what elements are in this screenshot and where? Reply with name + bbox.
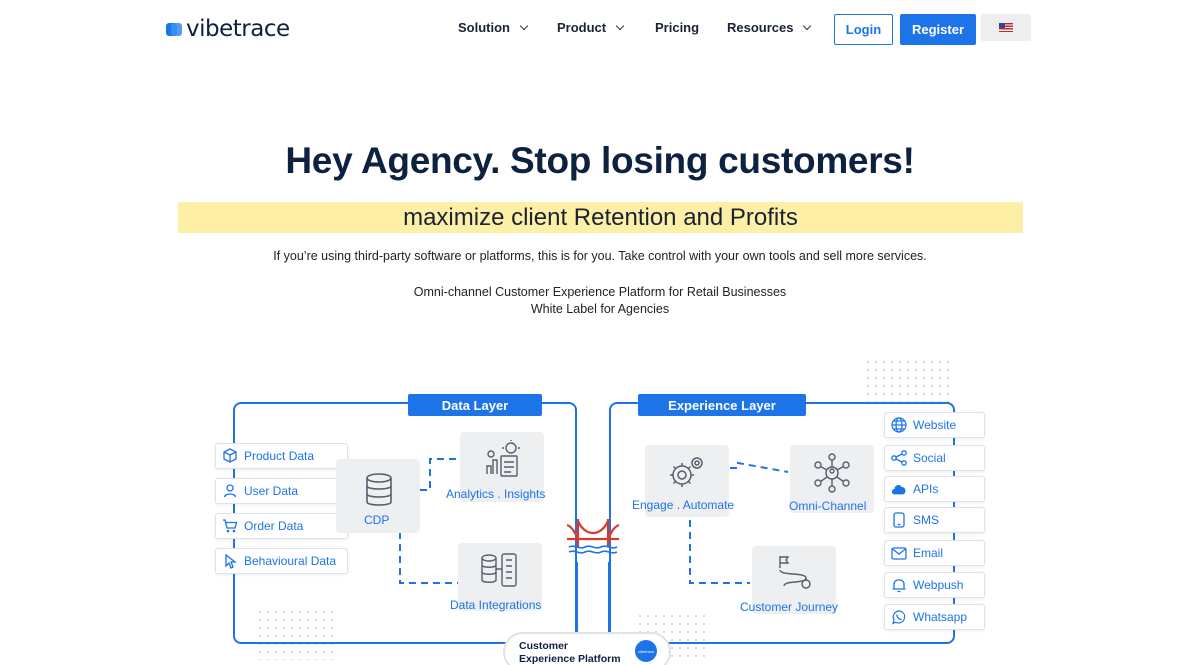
data-layer-title: Data Layer <box>408 394 542 416</box>
channel-webpush: Webpush <box>884 572 985 598</box>
journey-label: Customer Journey <box>740 600 839 614</box>
channel-label: Social <box>913 451 946 465</box>
channel-label: Website <box>913 418 957 432</box>
phone-icon <box>891 512 907 528</box>
whatsapp-icon <box>891 609 907 625</box>
hero-subtitle: If you’re using third-party software or … <box>273 249 927 263</box>
bridge-icon <box>567 519 619 554</box>
menu-item-solution[interactable]: Solution <box>458 20 557 35</box>
logo-text: vibetrace <box>186 16 290 42</box>
user-icon <box>222 483 238 499</box>
analytics-icon <box>486 440 520 477</box>
channel-social: Social <box>884 445 985 471</box>
source-order-data: Order Data <box>215 513 348 539</box>
bell-icon <box>891 577 907 593</box>
us-flag-icon <box>999 23 1013 32</box>
menu-item-product[interactable]: Product <box>557 20 655 35</box>
login-button[interactable]: Login <box>834 14 893 45</box>
menu-item-label: Pricing <box>655 20 700 35</box>
platform-label: Customer Experience Platform <box>519 640 621 665</box>
channel-email: Email <box>884 540 985 566</box>
integrations-label: Data Integrations <box>450 598 542 612</box>
channel-label: Email <box>913 546 944 560</box>
gears-icon <box>670 457 703 487</box>
source-label: User Data <box>244 484 299 498</box>
envelope-icon <box>891 545 907 561</box>
source-user-data: User Data <box>215 478 348 504</box>
source-label: Order Data <box>244 519 304 533</box>
language-selector[interactable] <box>981 14 1031 41</box>
pointer-icon <box>222 553 238 569</box>
source-behavioural-data: Behavioural Data <box>215 548 348 574</box>
chevron-down-icon <box>519 21 529 31</box>
journey-node <box>752 546 836 614</box>
hero-tagline: Omni-channel Customer Experience Platfor… <box>413 285 787 299</box>
integrations-node <box>458 543 542 611</box>
analytics-label: Analytics . Insights <box>446 487 546 501</box>
hero-tagline-secondary: White Label for Agencies <box>530 302 670 316</box>
top-navigation: vibetrace Solution Product Pricing Resou… <box>0 0 1200 60</box>
menu-item-pricing[interactable]: Pricing <box>655 20 727 35</box>
omni-channel-label: Omni-Channel <box>789 499 867 513</box>
platform-badge: Customer Experience Platform vibetrace <box>503 632 671 665</box>
channel-sms: SMS <box>884 507 985 533</box>
channel-whatsapp: Whatsapp <box>884 604 985 630</box>
menu-item-label: Solution <box>458 20 510 35</box>
channel-label: APIs <box>913 482 939 496</box>
source-label: Behavioural Data <box>244 554 337 568</box>
network-icon <box>814 453 850 493</box>
menu-item-label: Product <box>557 20 607 35</box>
analytics-node <box>460 432 544 502</box>
connector-lines <box>399 458 789 650</box>
channel-label: Webpush <box>913 578 964 592</box>
engage-node <box>645 445 729 517</box>
menu-item-resources[interactable]: Resources <box>727 20 812 35</box>
omni-channel-node <box>790 445 874 513</box>
platform-diagram: Data Layer Experience Layer Product Data… <box>0 350 1200 665</box>
dot-pattern <box>256 608 336 660</box>
platform-label-line-2: Experience Platform <box>519 653 621 665</box>
source-product-data: Product Data <box>215 443 348 469</box>
cdp-label: CDP <box>364 513 390 527</box>
cart-icon <box>222 518 238 534</box>
menu-item-label: Resources <box>727 20 794 35</box>
experience-layer-title: Experience Layer <box>638 394 806 416</box>
brand-logo[interactable]: vibetrace <box>166 16 290 42</box>
cloud-icon <box>891 481 907 497</box>
platform-logo: vibetrace <box>635 640 657 662</box>
channel-label: SMS <box>913 513 940 527</box>
hero-title: Hey Agency. Stop losing customers! <box>285 140 915 181</box>
share-icon <box>891 450 907 466</box>
channel-apis: APIs <box>884 476 985 502</box>
chevron-down-icon <box>615 21 625 31</box>
dot-pattern <box>864 358 950 404</box>
cube-icon <box>222 448 238 464</box>
data-integrations-icon <box>481 553 517 587</box>
database-icon <box>366 473 392 506</box>
register-button[interactable]: Register <box>900 14 976 45</box>
logo-mark-icon <box>166 20 184 38</box>
platform-label-line-1: Customer <box>519 640 569 652</box>
engage-label: Engage . Automate <box>632 498 735 512</box>
globe-icon <box>891 417 907 433</box>
channel-label: Whatsapp <box>913 610 968 624</box>
source-label: Product Data <box>244 449 315 463</box>
hero-highlight: maximize client Retention and Profits <box>178 202 1023 233</box>
journey-icon <box>779 556 811 589</box>
cdp-node <box>336 459 420 533</box>
channel-website: Website <box>884 412 985 438</box>
chevron-down-icon <box>803 21 812 31</box>
main-menu: Solution Product Pricing Resources <box>458 20 812 35</box>
